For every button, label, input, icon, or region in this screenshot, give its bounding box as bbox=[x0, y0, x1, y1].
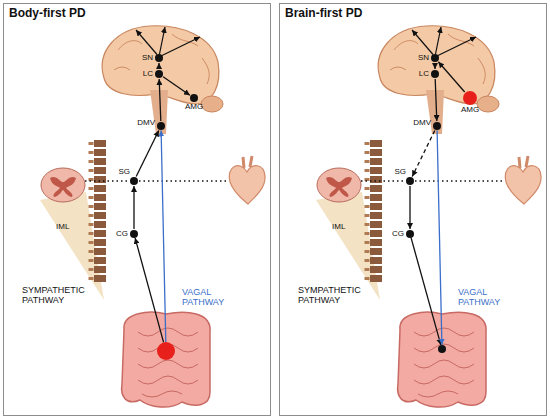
sympathetic-arrow bbox=[135, 238, 164, 342]
pathway-arrow bbox=[136, 131, 159, 177]
nucleus-label: AMG bbox=[185, 103, 203, 112]
pathway-panel: Brain-first PDSNLCAMGDMVSGCG bbox=[279, 3, 547, 416]
nucleus-dot: SG bbox=[406, 177, 414, 185]
sympathetic-arrow bbox=[411, 238, 441, 345]
nucleus-dot: SG bbox=[130, 177, 138, 185]
nucleus-dot: LC bbox=[155, 70, 163, 78]
nucleus-dot: AMG bbox=[463, 91, 477, 105]
nucleus-label: LC bbox=[419, 70, 429, 79]
pathway-arrow bbox=[133, 186, 134, 229]
nucleus-label: SN bbox=[142, 54, 153, 63]
nucleus-label: DMV bbox=[137, 119, 155, 128]
panel-title: Body-first PD bbox=[9, 7, 86, 20]
nucleus-dot: SN bbox=[431, 54, 439, 62]
pathway-label: IML bbox=[56, 222, 69, 231]
pathway-label: VAGAL PATHWAY bbox=[182, 287, 244, 308]
pathway-label: IML bbox=[332, 222, 345, 231]
nucleus-dot: SN bbox=[155, 54, 163, 62]
panel-illustration bbox=[316, 26, 541, 407]
nucleus-dot: LC bbox=[431, 70, 439, 78]
pathway-label: SYMPATHETIC PATHWAY bbox=[22, 285, 97, 306]
nucleus-dot: CG bbox=[406, 230, 414, 238]
pathway-arrow bbox=[434, 63, 435, 69]
panel-illustration bbox=[40, 26, 265, 407]
gut-dot bbox=[438, 345, 446, 353]
vagal-arrow bbox=[437, 131, 442, 345]
nucleus-label: SG bbox=[118, 168, 130, 177]
pathway-label: SYMPATHETIC PATHWAY bbox=[298, 285, 373, 306]
nucleus-dot: DMV bbox=[433, 122, 441, 130]
vagal-arrow bbox=[161, 131, 166, 343]
nucleus-label: DMV bbox=[413, 119, 431, 128]
pathway-arrow bbox=[412, 131, 435, 177]
nucleus-label: CG bbox=[116, 230, 128, 239]
pathway-panel: Body-first PDSNLCAMGDMVSGCG bbox=[3, 3, 271, 416]
nucleus-label: SG bbox=[394, 168, 406, 177]
pathway-arrow bbox=[158, 63, 159, 69]
nucleus-dot: AMG bbox=[190, 94, 198, 102]
pathway-label: VAGAL PATHWAY bbox=[458, 287, 520, 308]
panel-title: Brain-first PD bbox=[285, 7, 362, 20]
nucleus-label: SN bbox=[418, 54, 429, 63]
pathway-arrow bbox=[409, 186, 410, 229]
pathology-origin bbox=[157, 342, 175, 360]
nucleus-dot: CG bbox=[130, 230, 138, 238]
nucleus-label: CG bbox=[392, 230, 404, 239]
pathway-arrow bbox=[438, 62, 464, 92]
pathway-arrow bbox=[159, 79, 161, 121]
nucleus-label: AMG bbox=[461, 106, 479, 115]
pathway-arrow bbox=[163, 77, 190, 95]
pathway-arrow bbox=[435, 79, 437, 121]
nucleus-dot: DMV bbox=[157, 122, 165, 130]
nucleus-label: LC bbox=[143, 70, 153, 79]
